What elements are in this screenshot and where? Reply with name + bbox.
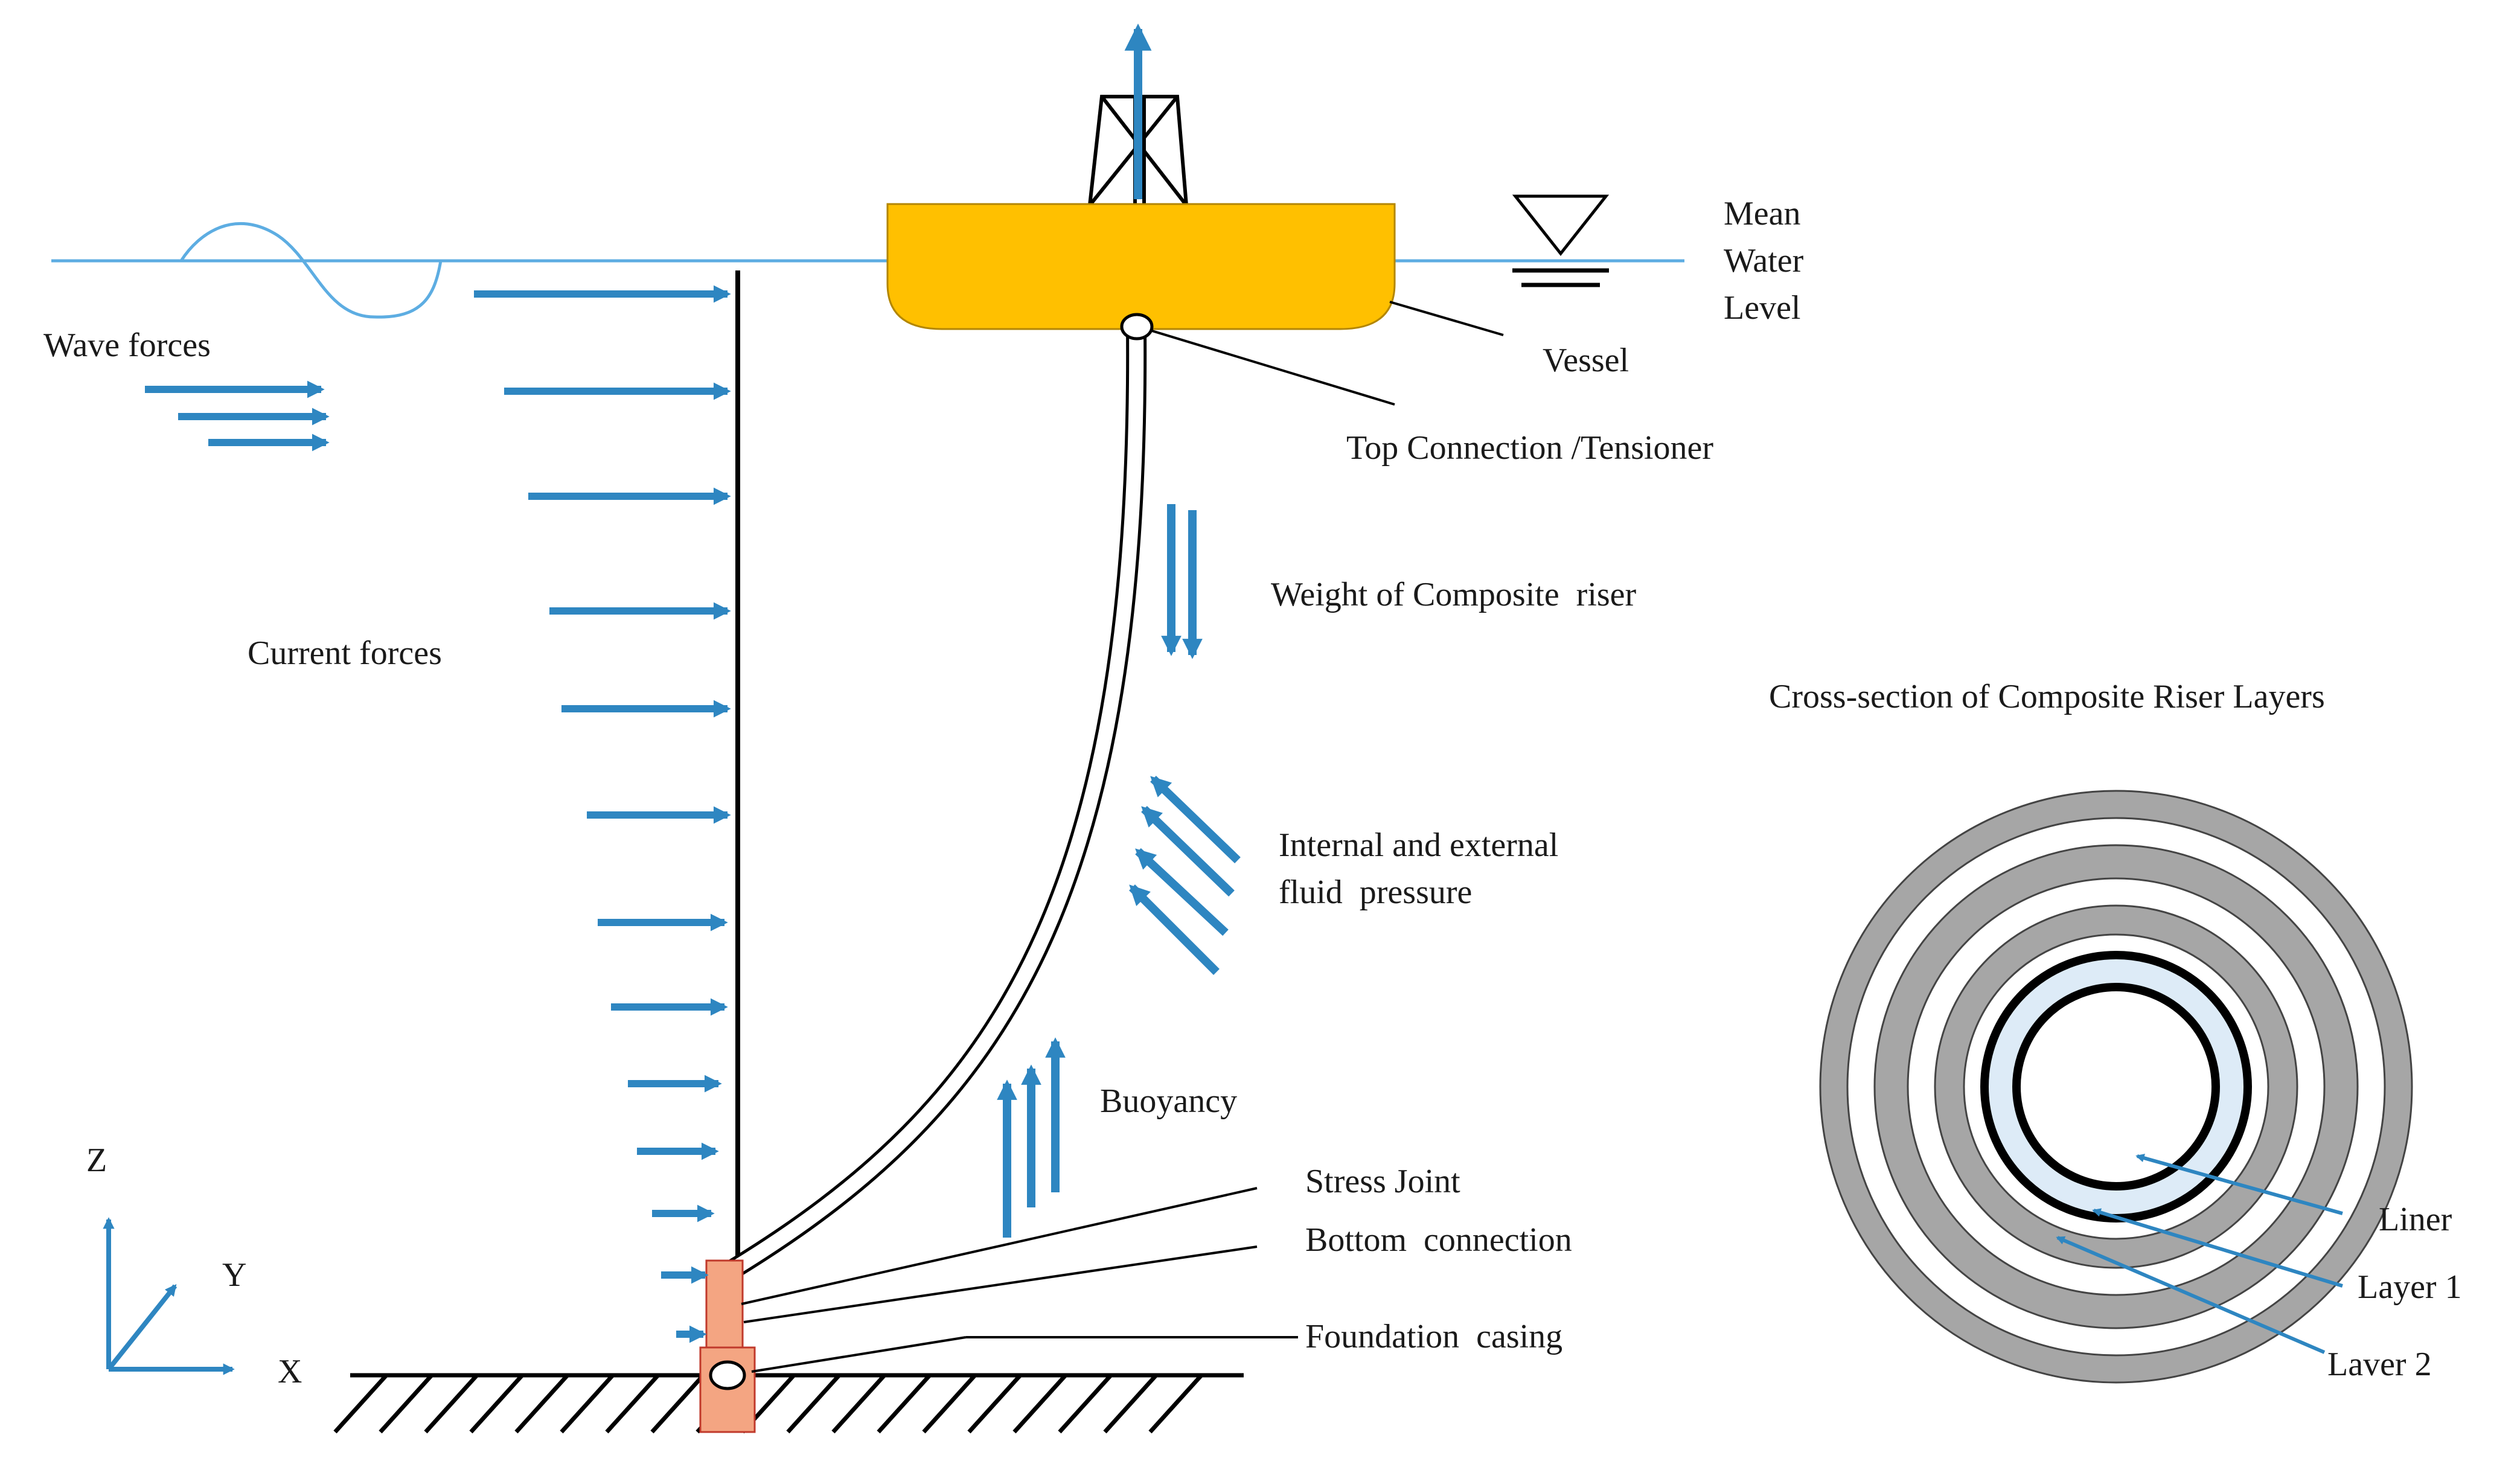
seabed-hatch-line: [560, 1373, 615, 1434]
stress-joint: [705, 1259, 744, 1352]
current-force-arrows: [474, 285, 731, 1343]
mean-water-level-label: Mean Water Level: [1724, 195, 1812, 327]
seabed-hatch-line: [514, 1373, 569, 1434]
seabed-hatch-line: [877, 1373, 932, 1434]
seabed-hatch-line: [922, 1373, 977, 1434]
seabed-hatch-line: [379, 1373, 433, 1434]
pressure-arrows: [1129, 775, 1241, 975]
axis-y-label: Y: [222, 1256, 246, 1294]
seabed-hatch-line: [650, 1373, 705, 1434]
seabed-hatch-line: [605, 1373, 660, 1434]
pressure-label: Internal and external fluid pressure: [0, 0, 1601, 911]
layer2-label: Laver 2: [2327, 1346, 2432, 1383]
vessel-label: Vessel: [1543, 342, 1629, 379]
cross-section-pointer-arrows: [2056, 1154, 2343, 1354]
seabed-hatch-line: [786, 1373, 841, 1434]
top-connection-label: Top Connection /Tensioner: [1346, 429, 1713, 467]
seabed-hatch-line: [967, 1373, 1022, 1434]
seabed-hatch-line: [1058, 1373, 1113, 1434]
triangle-water-level-icon: [1512, 194, 1610, 287]
seabed-hatch-line: [1148, 1373, 1203, 1434]
wave-forces-label: Wave forces: [43, 327, 211, 364]
seabed-hatch-line: [424, 1373, 479, 1434]
composite-riser: [722, 325, 1147, 1282]
seabed-hatch-line: [831, 1373, 886, 1434]
hatched-seabed: [333, 1373, 1244, 1434]
foundation-casing-label: Foundation casing: [1305, 1318, 1562, 1355]
seabed-hatch-line: [1103, 1373, 1158, 1434]
current-forces-label: Current forces: [248, 635, 442, 672]
leader-lines: [741, 301, 1504, 1373]
seabed-hatch-line: [469, 1373, 524, 1434]
weight-label: Weight of Composite riser: [1271, 576, 1637, 613]
bottom-connection-ball: [709, 1360, 746, 1390]
buoyancy-arrows: [997, 1037, 1066, 1238]
cross-section-title: Cross-section of Composite Riser Layers: [1769, 678, 2325, 715]
water-surface: [51, 222, 1684, 319]
axis-x-label: X: [278, 1353, 302, 1390]
seabed-hatch-line: [333, 1373, 388, 1434]
top-connection-ball: [1120, 313, 1154, 340]
riser-cross-section: [1819, 790, 2413, 1384]
bottom-connection-label: Bottom connection: [1305, 1221, 1572, 1259]
vessel-hull: [886, 203, 1396, 330]
weight-arrows: [1161, 504, 1203, 659]
stress-joint-label: Stress Joint: [1305, 1163, 1460, 1200]
buoyancy-label: Buoyancy: [1100, 1082, 1237, 1120]
seabed-hatch-line: [1012, 1373, 1067, 1434]
coordinate-axes: [103, 1217, 235, 1375]
layer1-label: Layer 1: [2358, 1268, 2462, 1306]
axis-z-label: Z: [86, 1142, 107, 1179]
wave-force-arrows: [145, 380, 330, 452]
liner-label: Liner: [2379, 1201, 2452, 1238]
